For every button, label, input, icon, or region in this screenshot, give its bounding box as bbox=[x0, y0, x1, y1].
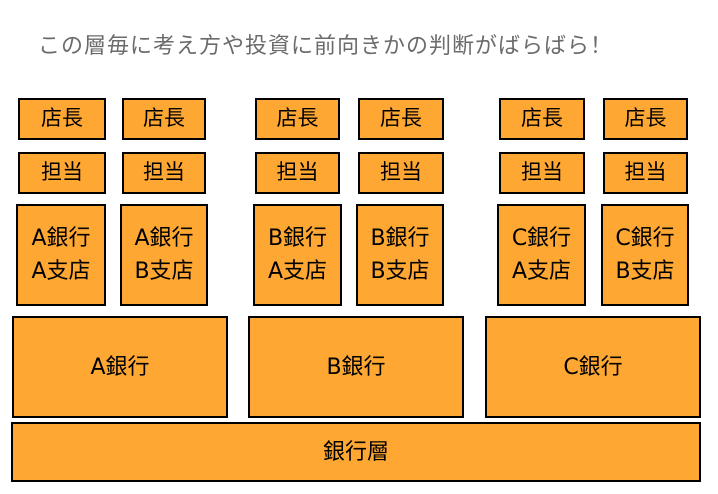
staff-label: 担当 bbox=[624, 160, 667, 185]
store-manager-label: 店長 bbox=[624, 106, 667, 131]
branch-name-label: A支店 bbox=[511, 259, 572, 284]
branch-name-label: B支店 bbox=[134, 259, 194, 284]
bank-label: A銀行 bbox=[90, 354, 150, 380]
branch-box: C銀行 A支店 bbox=[497, 204, 586, 306]
store-manager-box: 店長 bbox=[603, 98, 688, 140]
bank-layer-label: 銀行層 bbox=[322, 439, 389, 465]
branch-box: B銀行 A支店 bbox=[253, 204, 342, 306]
branch-bank-label: A銀行 bbox=[134, 226, 194, 251]
store-manager-box: 店長 bbox=[358, 98, 444, 140]
store-manager-label: 店長 bbox=[276, 106, 319, 131]
branch-box: A銀行 A支店 bbox=[16, 204, 106, 306]
store-manager-label: 店長 bbox=[41, 106, 83, 131]
staff-box: 担当 bbox=[18, 152, 106, 194]
staff-label: 担当 bbox=[143, 160, 185, 185]
bank-layer-box: 銀行層 bbox=[11, 422, 701, 482]
store-manager-label: 店長 bbox=[143, 106, 185, 131]
staff-box: 担当 bbox=[603, 152, 688, 194]
branch-box: C銀行 B支店 bbox=[601, 204, 689, 306]
branch-name-label: A支店 bbox=[267, 259, 328, 284]
branch-bank-label: C銀行 bbox=[615, 226, 675, 251]
store-manager-label: 店長 bbox=[521, 106, 563, 131]
staff-box: 担当 bbox=[255, 152, 340, 194]
branch-box: A銀行 B支店 bbox=[120, 204, 208, 306]
staff-label: 担当 bbox=[41, 160, 83, 185]
bank-label: B銀行 bbox=[326, 354, 386, 380]
staff-box: 担当 bbox=[499, 152, 585, 194]
store-manager-box: 店長 bbox=[122, 98, 206, 140]
staff-label: 担当 bbox=[380, 160, 422, 185]
store-manager-label: 店長 bbox=[380, 106, 422, 131]
store-manager-box: 店長 bbox=[499, 98, 585, 140]
branch-bank-label: B銀行 bbox=[370, 226, 430, 251]
branch-bank-label: A銀行 bbox=[31, 226, 91, 251]
diagram-caption: この層毎に考え方や投資に前向きかの判断がばらばら！ bbox=[38, 34, 614, 59]
bank-box: A銀行 bbox=[12, 316, 228, 418]
staff-box: 担当 bbox=[122, 152, 206, 194]
branch-name-label: B支店 bbox=[615, 259, 675, 284]
bank-box: C銀行 bbox=[485, 316, 701, 418]
branch-bank-label: B銀行 bbox=[267, 226, 328, 251]
branch-name-label: A支店 bbox=[31, 259, 91, 284]
store-manager-box: 店長 bbox=[255, 98, 340, 140]
bank-box: B銀行 bbox=[248, 316, 464, 418]
staff-label: 担当 bbox=[276, 160, 319, 185]
staff-box: 担当 bbox=[358, 152, 444, 194]
branch-bank-label: C銀行 bbox=[511, 226, 572, 251]
store-manager-box: 店長 bbox=[18, 98, 106, 140]
branch-name-label: B支店 bbox=[370, 259, 430, 284]
branch-box: B銀行 B支店 bbox=[356, 204, 444, 306]
bank-label: C銀行 bbox=[563, 354, 623, 380]
staff-label: 担当 bbox=[521, 160, 563, 185]
